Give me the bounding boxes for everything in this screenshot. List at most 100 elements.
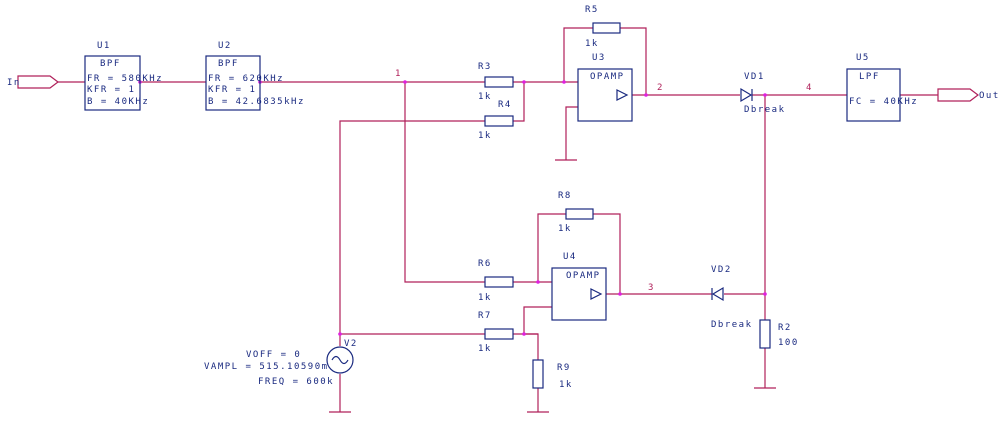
v2-ref: V2: [344, 339, 358, 349]
junction-dot: [338, 332, 342, 336]
u1-ref: U1: [97, 41, 111, 51]
u2-type: BPF: [218, 59, 239, 69]
resistor-r5[interactable]: R5 1k: [585, 5, 621, 49]
resistor-r7[interactable]: R7 1k: [478, 311, 514, 354]
ac-source-icon: [326, 346, 354, 374]
wire-r4-left: [339, 120, 485, 334]
junction-dot: [562, 80, 566, 84]
r2-ref: R2: [778, 323, 792, 333]
output-port[interactable]: Out: [937, 88, 1000, 102]
u4-opamp[interactable]: U4 OPAMP: [551, 252, 607, 321]
junction-dot: [618, 292, 622, 296]
vd1-ref: VD1: [744, 72, 765, 82]
r9-body: [532, 359, 544, 389]
u3-body: [577, 68, 633, 122]
vd1-model: Dbreak: [744, 105, 786, 115]
r4-value: 1k: [478, 131, 492, 141]
u2-bpf-block[interactable]: U2 BPF FR = 620KHz KFR = 1 B = 42.6835kH…: [205, 41, 305, 111]
voltage-source-v2[interactable]: V2 VOFF = 0 VAMPL = 515.10590m FREQ = 60…: [204, 339, 358, 387]
r5-body: [592, 22, 621, 34]
diode-icon: [711, 286, 724, 302]
u2-param-kfr: KFR = 1: [208, 85, 256, 95]
wire-r5-left: [563, 27, 593, 82]
net-label-4: 4: [806, 83, 813, 93]
u5-param-fc: FC = 40KHz: [849, 97, 918, 107]
input-port-label: In: [7, 78, 21, 88]
u4-ref: U4: [563, 252, 577, 262]
r6-value: 1k: [478, 293, 492, 303]
u5-body: [846, 68, 901, 122]
u5-lpf-block[interactable]: U5 LPF FC = 40KHz: [846, 53, 918, 122]
resistor-r6[interactable]: R6 1k: [478, 259, 514, 303]
wire-r8-left: [537, 213, 566, 282]
u4-type: OPAMP: [566, 271, 601, 281]
output-port-arrow-icon: [937, 88, 979, 102]
resistor-r9[interactable]: R9 1k: [532, 359, 573, 390]
u1-bpf-block[interactable]: U1 BPF FR = 580KHz KFR = 1 B = 40KHz: [84, 41, 163, 111]
resistor-r8[interactable]: R8 1k: [558, 191, 594, 234]
wire-node-u4: [523, 306, 552, 334]
junction-dot: [644, 93, 648, 97]
opamp-triangle-icon: [590, 288, 603, 300]
r7-body: [484, 328, 514, 340]
net-label-1: 1: [395, 69, 402, 79]
net-label-3: 3: [648, 283, 655, 293]
junction-dot: [403, 80, 407, 84]
diode-vd2[interactable]: VD2 Dbreak: [711, 265, 753, 330]
junction-dot: [536, 280, 540, 284]
diode-icon: [740, 87, 753, 103]
u2-body: [205, 55, 261, 111]
u1-body: [84, 55, 141, 111]
u4-body: [551, 267, 607, 321]
r8-value: 1k: [558, 224, 572, 234]
v2-vampl: VAMPL = 515.10590m: [204, 362, 329, 372]
wire-u3-gnd: [565, 106, 578, 160]
r3-ref: R3: [478, 62, 492, 72]
wire-r9: [524, 333, 539, 360]
r5-ref: R5: [585, 5, 599, 15]
diode-vd1[interactable]: VD1 Dbreak: [740, 72, 786, 115]
resistor-r4[interactable]: R4 1k: [478, 100, 514, 141]
r9-value: 1k: [559, 380, 573, 390]
junctions: [138, 80, 767, 336]
opamp-triangle-icon: [616, 89, 629, 101]
net-labels: 1 2 3 4: [395, 69, 813, 293]
r3-body: [484, 76, 514, 88]
wire-r5-right: [620, 27, 647, 95]
u5-type: LPF: [859, 72, 880, 82]
grounds: [329, 159, 776, 413]
u1-param-kfr: KFR = 1: [87, 85, 135, 95]
junction-dot: [763, 93, 767, 97]
output-port-label: Out: [979, 91, 1000, 101]
vd2-model: Dbreak: [711, 320, 753, 330]
junction-dot: [763, 292, 767, 296]
r3-value: 1k: [478, 92, 492, 102]
net-label-2: 2: [657, 83, 664, 93]
wires: [58, 27, 938, 412]
r8-ref: R8: [558, 191, 572, 201]
wire-r4-node: [513, 82, 525, 122]
u5-ref: U5: [856, 53, 870, 63]
wire-r8-right: [593, 213, 621, 294]
u1-param-fr: FR = 580KHz: [87, 74, 163, 84]
resistor-r3[interactable]: R3 1k: [478, 62, 514, 102]
junction-dot: [522, 332, 526, 336]
r6-ref: R6: [478, 259, 492, 269]
u1-param-b: B = 40KHz: [87, 97, 149, 107]
input-port[interactable]: In: [7, 75, 59, 89]
r7-ref: R7: [478, 311, 492, 321]
u3-type: OPAMP: [590, 72, 625, 82]
u2-ref: U2: [218, 41, 232, 51]
u2-param-fr: FR = 620KHz: [208, 74, 284, 84]
resistor-r2[interactable]: R2 100: [759, 319, 799, 349]
vd2-ref: VD2: [711, 265, 732, 275]
u3-opamp[interactable]: U3 OPAMP: [577, 53, 633, 122]
r2-body: [759, 319, 771, 349]
r5-value: 1k: [585, 39, 599, 49]
r2-value: 100: [778, 338, 799, 348]
v2-voff: VOFF = 0: [246, 350, 301, 360]
v2-freq: FREQ = 600k: [258, 377, 334, 387]
sine-wave-icon: [331, 355, 349, 365]
r9-ref: R9: [557, 363, 571, 373]
